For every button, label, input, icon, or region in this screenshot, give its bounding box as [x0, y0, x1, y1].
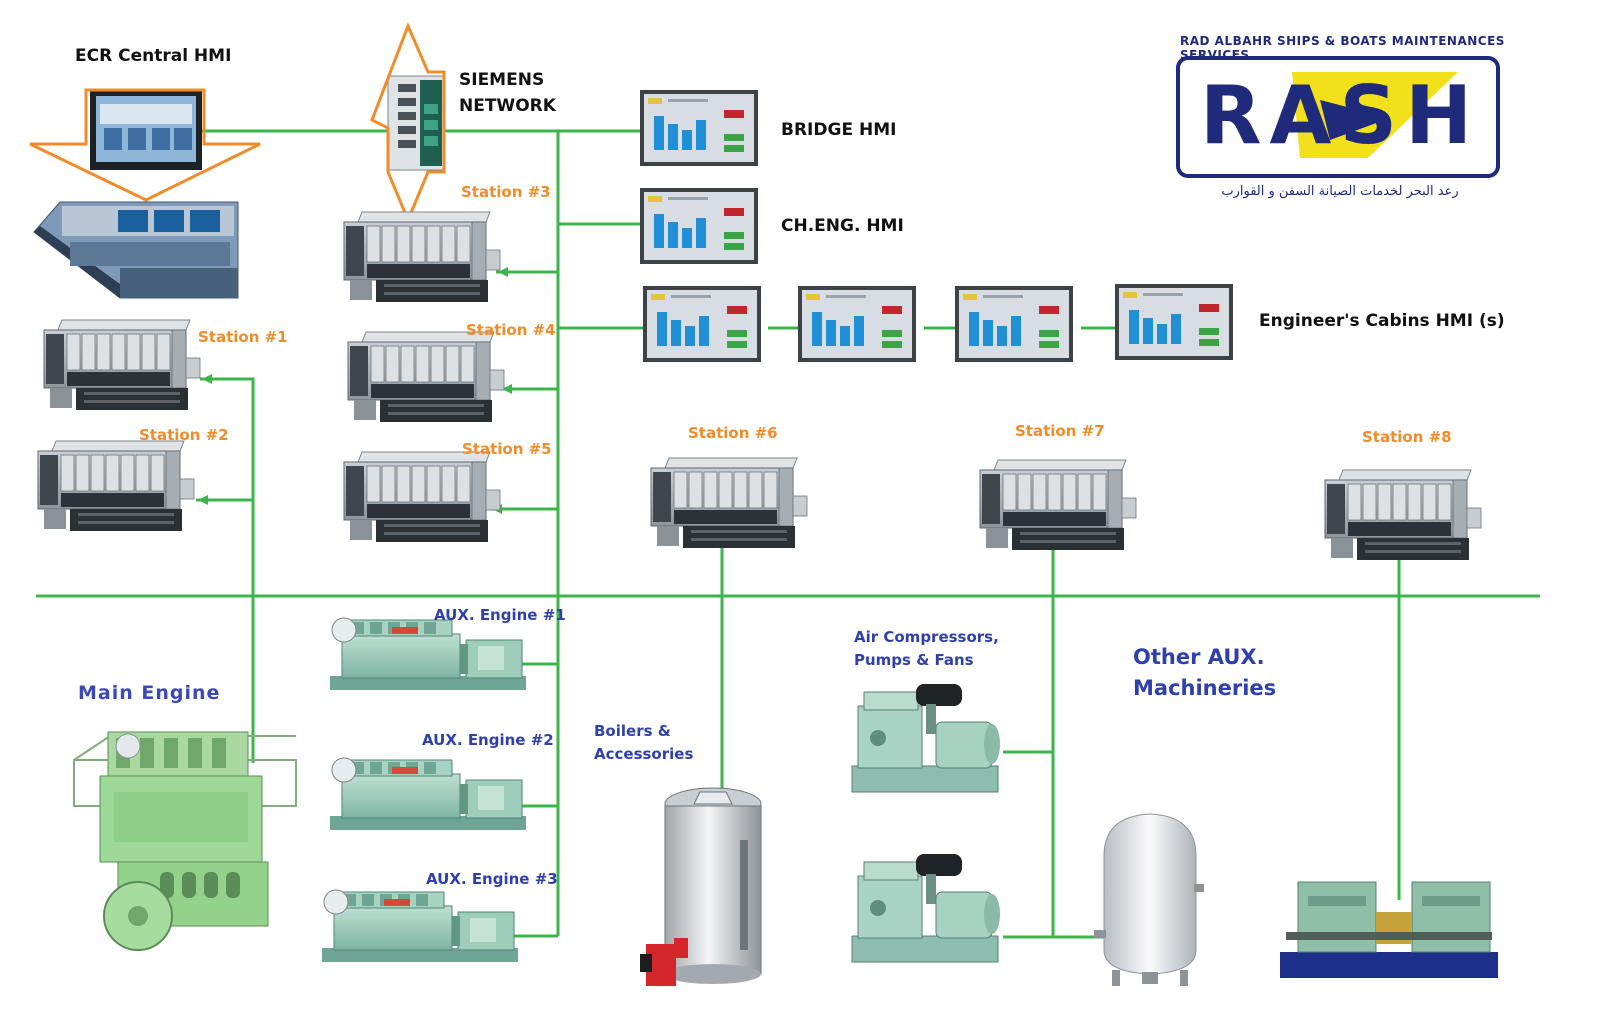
- logo-arc-text: RAD ALBAHR SHIPS & BOATS MAINTENANCES SE…: [1180, 34, 1510, 62]
- aux-engine-3-image: [322, 890, 518, 962]
- station-7-label: Station #7: [1015, 422, 1105, 440]
- cabin-hmi-panel-3: [955, 286, 1073, 362]
- station7-plc-image: [980, 460, 1136, 550]
- aircomp-label-line1: Air Compressors,: [854, 628, 999, 646]
- station-1-label: Station #1: [198, 328, 288, 346]
- aux-engine-1-image: [330, 618, 526, 690]
- aux-engine-3-label: AUX. Engine #3: [426, 870, 558, 888]
- station-4-label: Station #4: [466, 321, 556, 339]
- station8-plc-image: [1325, 470, 1481, 560]
- cheng-hmi-label: CH.ENG. HMI: [781, 216, 904, 236]
- main-engine-label: Main Engine: [78, 682, 220, 704]
- logo-letters: RASH: [1190, 66, 1490, 166]
- bridge-hmi-panel: [640, 90, 758, 166]
- aux-engine-2-image: [330, 758, 526, 830]
- boilers-label-line1: Boilers &: [594, 722, 671, 740]
- main-engine-image: [74, 732, 296, 950]
- other-aux-label-line1: Other AUX.: [1133, 642, 1265, 673]
- ecr-console-image: [34, 202, 238, 298]
- station3-plc-image: [344, 212, 500, 302]
- other-aux-machinery-image: [1280, 882, 1498, 978]
- cabin-hmi-panel-4: [1115, 284, 1233, 360]
- logo-arabic-text: رعد البحر لخدمات الصيانة السفن و القوارب: [1200, 184, 1480, 199]
- compressor-1-image: [852, 684, 1000, 792]
- aircomp-label-line2: Pumps & Fans: [854, 651, 974, 669]
- siemens-label-line2: NETWORK: [459, 96, 556, 116]
- station1-plc-image: [44, 320, 200, 410]
- station-2-label: Station #2: [139, 426, 229, 444]
- station2-plc-image: [38, 441, 194, 531]
- bridge-hmi-label: BRIDGE HMI: [781, 120, 896, 140]
- station-3-label: Station #3: [461, 183, 551, 201]
- cabin-hmi-panel-1: [643, 286, 761, 362]
- station6-plc-image: [651, 458, 807, 548]
- station-6-label: Station #6: [688, 424, 778, 442]
- station5-plc-image: [344, 452, 500, 542]
- air-receiver-tank-image: [1094, 814, 1204, 986]
- station-5-label: Station #5: [462, 440, 552, 458]
- station4-plc-image: [348, 332, 504, 422]
- other-aux-label-line2: Machineries: [1133, 673, 1276, 704]
- siemens-switch-image: [388, 76, 444, 170]
- boiler-image: [640, 788, 761, 986]
- ecr-monitor-image: [90, 90, 202, 170]
- aux-engine-2-label: AUX. Engine #2: [422, 731, 554, 749]
- cabin-hmi-panel-2: [798, 286, 916, 362]
- cheng-hmi-panel: [640, 188, 758, 264]
- ecr-hmi-label: ECR Central HMI: [75, 46, 231, 66]
- aux-engine-1-label: AUX. Engine #1: [434, 606, 566, 624]
- siemens-label-line1: SIEMENS: [459, 70, 544, 90]
- station-8-label: Station #8: [1362, 428, 1452, 446]
- boilers-label-line2: Accessories: [594, 745, 693, 763]
- cabins-hmi-label: Engineer's Cabins HMI (s): [1259, 311, 1505, 331]
- compressor-2-image: [852, 854, 1000, 962]
